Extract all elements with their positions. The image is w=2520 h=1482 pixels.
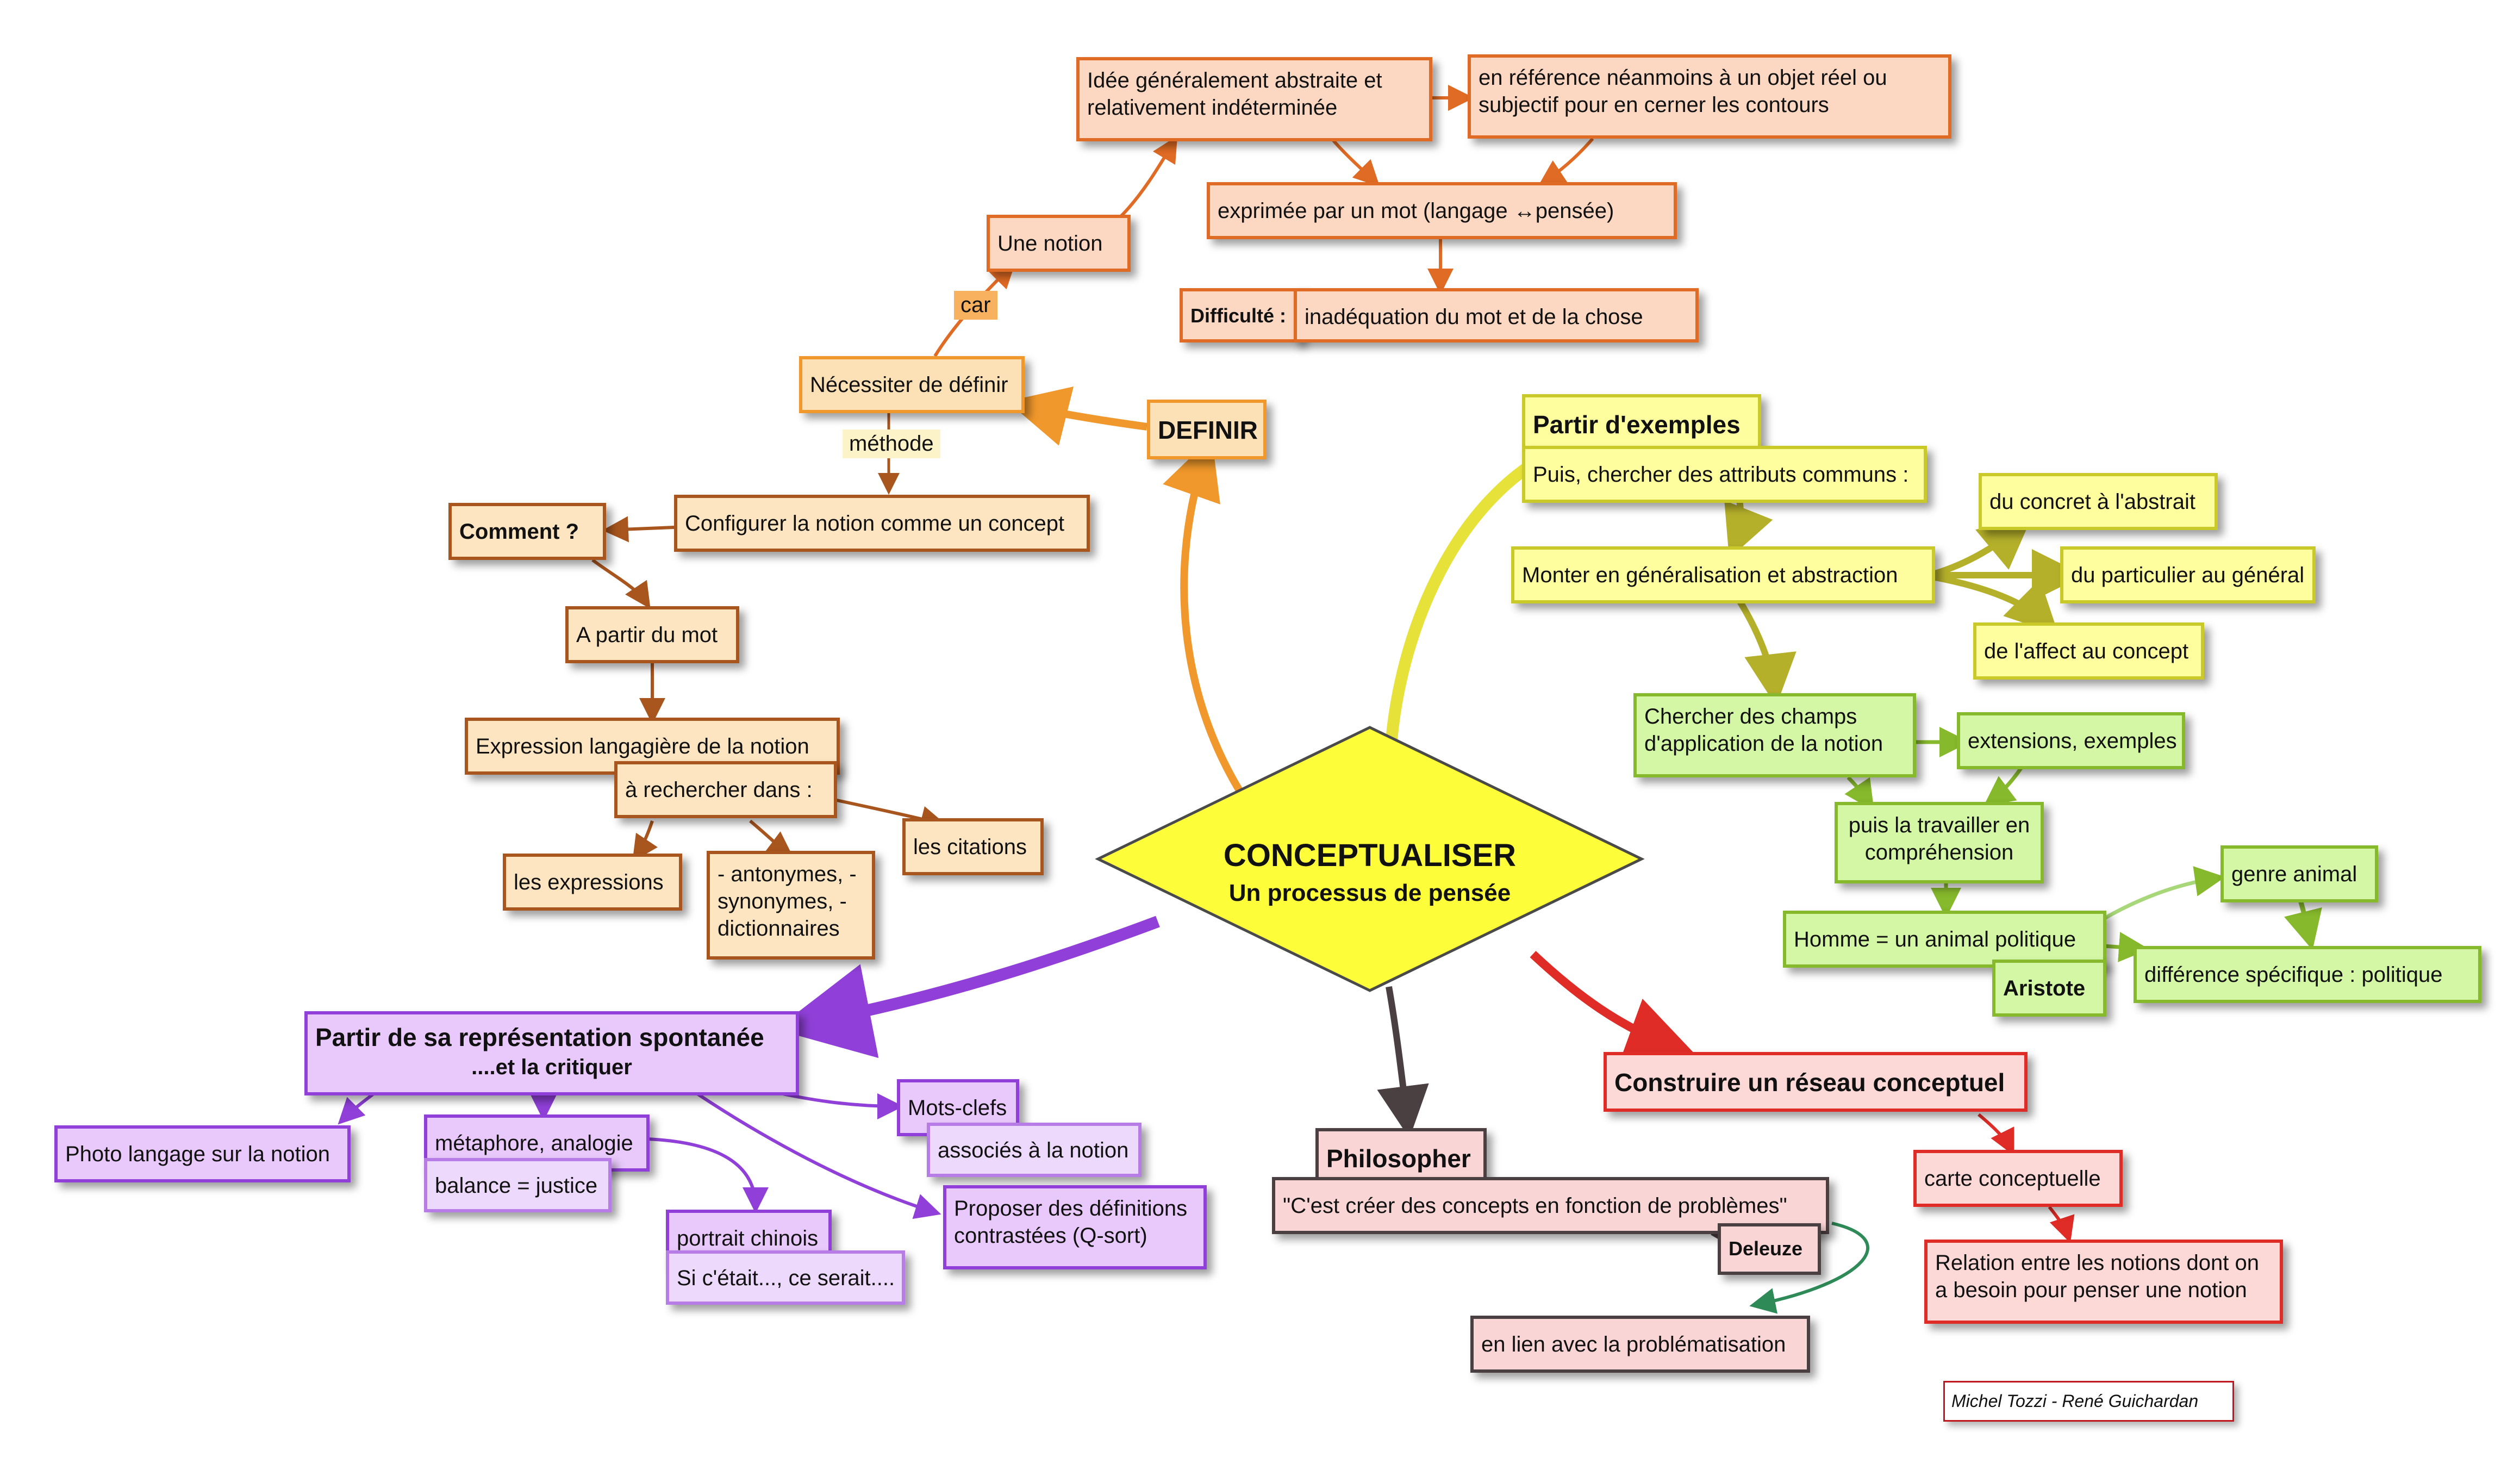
link-center-definir [1163,437,1248,801]
link-deleuze-lien [1749,1222,1869,1314]
center-subtitle: Un processus de pensée [1228,880,1511,906]
node-lien-problematisation[interactable]: en lien avec la problématisation [1470,1316,1810,1373]
link-center-representation [775,916,1160,1058]
node-chercher-champs[interactable]: Chercher des champs d'application de la … [1633,693,1916,777]
node-une-notion[interactable]: Une notion [987,215,1131,272]
node-genre-animal[interactable]: genre animal [2220,845,2378,902]
branch-partir-d-exemples[interactable]: Partir d'exemples [1522,394,1761,454]
branch-representation-spontanee[interactable]: Partir de sa représentation spontanée ..… [304,1011,799,1095]
node-affect-concept[interactable]: de l'affect au concept [1973,622,2204,680]
node-balance-justice[interactable]: balance = justice [424,1158,612,1212]
node-creer-des-concepts[interactable]: "C'est créer des concepts en fonction de… [1272,1177,1829,1234]
node-particulier-general[interactable]: du particulier au général [2060,546,2316,603]
center-diamond-shape [1095,726,1645,992]
link-extensions-comprehension [1983,765,2024,807]
link-carte-relation [2048,1206,2075,1243]
node-carte-conceptuelle[interactable]: carte conceptuelle [1913,1150,2123,1207]
link-idee-exprimee [1330,138,1380,187]
link-definir-necessiter [1007,387,1147,446]
link-champs-comprehension [1844,776,1874,811]
node-antonymes-synonymes[interactable]: - antonymes, - synonymes, - dictionnaire… [707,851,875,960]
node-relation-notions[interactable]: Relation entre les notions dont on a bes… [1924,1240,2283,1324]
node-deleuze[interactable]: Deleuze [1718,1223,1821,1275]
node-les-expressions[interactable]: les expressions [503,854,682,911]
node-necessiter-definir[interactable]: Nécessiter de définir [799,356,1025,413]
link-rechercher-expressions [632,820,658,862]
node-en-reference[interactable]: en référence néanmoins à un objet réel o… [1468,54,1951,139]
link-rep-proposer [695,1091,941,1219]
node-inadequation[interactable]: inadéquation du mot et de la chose [1294,288,1699,343]
link-monter-champs [1736,599,1797,706]
link-comment-apartir [591,558,651,609]
link-genre-difference [2284,896,2322,950]
link-monter-affect [1934,574,2059,634]
node-comment[interactable]: Comment ? [448,503,606,560]
node-monter-generalisation[interactable]: Monter en généralisation et abstraction [1511,546,1935,603]
node-a-partir-du-mot[interactable]: A partir du mot [565,606,739,663]
node-exprimee-par-un-mot[interactable]: exprimée par un mot (langage ↔pensée) [1207,182,1677,239]
link-rep-motsclefs [777,1091,903,1119]
link-center-philosopher [1377,986,1429,1138]
credit-authors: Michel Tozzi - René Guichardan [1943,1381,2234,1422]
link-rep-photo [338,1091,376,1125]
link-center-exemples [1386,446,1557,740]
node-proposer-definitions[interactable]: Proposer des définitions contrastées (Q-… [943,1185,1207,1269]
link-homme-genre [2103,866,2225,921]
link-rechercher-antonymes [749,819,794,858]
node-les-citations[interactable]: les citations [902,818,1044,875]
node-homme-animal-politique[interactable]: Homme = un animal politique [1783,911,2106,968]
label-car: car [954,291,997,320]
node-si-c-etait[interactable]: Si c'était..., ce serait.... [666,1250,905,1305]
node-aristote[interactable]: Aristote [1992,960,2106,1017]
label-difficulte: Difficulté : [1180,288,1302,343]
branch-representation-title: Partir de sa représentation spontanée [315,1023,764,1051]
link-center-reseau [1530,951,1696,1064]
branch-definir[interactable]: DEFINIR [1147,400,1267,459]
branch-representation-critiquer: ....et la critiquer [471,1055,632,1079]
label-methode: méthode [843,429,940,458]
link-reseau-carte [1978,1113,2014,1156]
node-a-rechercher-dans[interactable]: à rechercher dans : [614,761,837,818]
node-extensions-exemples[interactable]: extensions, exemples [1957,712,2185,769]
node-difference-specifique[interactable]: différence spécifique : politique [2134,946,2481,1003]
link-reference-exprimee [1538,138,1594,186]
link-configurer-comment [602,516,675,543]
node-idee-abstraite[interactable]: Idée généralement abstraite et relativem… [1076,57,1432,141]
node-associes-notion[interactable]: associés à la notion [927,1123,1142,1177]
node-chercher-attributs[interactable]: Puis, chercher des attributs communs : [1522,446,1927,503]
center-node[interactable]: CONCEPTUALISER Un processus de pensée [1093,723,1647,995]
branch-reseau-conceptuel[interactable]: Construire un réseau conceptuel [1604,1052,2028,1112]
node-configurer-notion[interactable]: Configurer la notion comme un concept [674,495,1090,552]
link-metaphore-portrait [646,1137,769,1213]
link-attributs-monter [1724,500,1773,559]
link-monter-concret [1934,516,2032,577]
node-concret-abstrait[interactable]: du concret à l'abstrait [1979,473,2218,530]
node-photo-langage[interactable]: Photo langage sur la notion [54,1125,351,1182]
link-unenotion-idee [1118,135,1178,219]
center-title: CONCEPTUALISER [1223,838,1517,873]
node-travailler-comprehension[interactable]: puis la travailler en compréhension [1835,802,2044,883]
